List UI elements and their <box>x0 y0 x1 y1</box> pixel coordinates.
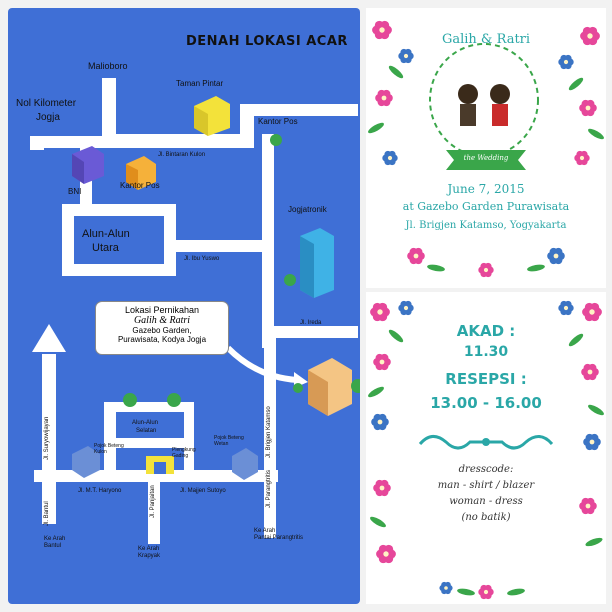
leaf-icon <box>427 264 445 272</box>
label-bni: BNI <box>68 187 82 196</box>
callout-line1: Lokasi Pernikahan <box>124 305 200 315</box>
label-ke-parangtritis: Ke Arah Pantai Parangtritis <box>254 528 304 541</box>
flower-icon <box>558 300 574 316</box>
label-parangtritis: Jl. Parangtritis <box>266 469 272 508</box>
label-kantor-pos-top: Kantor Pos <box>258 117 298 126</box>
wedding-ribbon <box>446 150 526 170</box>
label-panjaitan: Jl. Panjaitan <box>150 485 156 518</box>
leaf-icon <box>370 516 386 528</box>
north-arrow <box>32 324 66 352</box>
leaf-icon <box>507 588 525 596</box>
venue-address: Jl. Brigjen Katamso, Yogyakarta <box>405 220 567 231</box>
couple-names: Galih & Ratri <box>441 32 531 47</box>
label-pojok-wetan: Pojok Beteng Wetan <box>214 435 244 447</box>
map-canvas <box>8 8 360 604</box>
callout-line4: Purawisata, Kodya Jogja <box>117 335 207 344</box>
flower-icon <box>375 89 393 107</box>
label-ke-bantul: Ke Arah Bantul <box>44 536 66 549</box>
leaf-icon <box>388 65 404 79</box>
flower-icon <box>407 247 425 265</box>
label-taman-pintar: Taman Pintar <box>176 79 224 88</box>
groom-figure <box>458 84 478 104</box>
label-jogja: Jogja <box>36 112 60 123</box>
akad-time: 11.30 <box>463 344 509 360</box>
leaf-icon <box>368 122 384 134</box>
resepsi-time: 13.00 - 16.00 <box>430 394 542 412</box>
label-bantul-road: Jl. Bantul <box>44 501 50 526</box>
leaf-icon <box>368 386 384 398</box>
invitation-card: Galih & Ratri the Wedding June 7, 2015 a… <box>366 8 606 288</box>
label-suryowijayan: Jl. Suryowijayan <box>44 416 50 460</box>
flower-icon <box>583 433 601 451</box>
flower-icon <box>371 413 389 431</box>
flower-icon <box>582 302 602 322</box>
dresscode-label: dresscode: <box>458 464 514 475</box>
flower-icon <box>373 479 391 497</box>
tree-icons <box>123 134 360 407</box>
dresscode-note: (no batik) <box>461 512 511 523</box>
label-kantor-pos: Kantor Pos <box>120 181 160 190</box>
floral-border-top <box>368 20 604 278</box>
label-alun-utara-2: Utara <box>92 242 119 254</box>
venue-name: at Gazebo Garden Purawisata <box>402 200 570 213</box>
flower-icon <box>382 150 398 166</box>
flower-icon <box>439 581 453 595</box>
venue-callout: Lokasi Pernikahan Galih & Ratri Gazebo G… <box>96 302 228 354</box>
label-alun-selatan-2: Selatan <box>136 428 157 434</box>
flower-icon <box>376 544 396 564</box>
flower-icon <box>370 302 390 322</box>
schedule-card: AKAD : 11.30 RESEPSI : 13.00 - 16.00 dre… <box>366 292 606 604</box>
leaf-icon <box>568 77 584 91</box>
callout-line3: Gazebo Garden, <box>132 326 192 335</box>
map-title: DENAH LOKASI ACAR <box>186 34 348 49</box>
label-plengkung: Plengkung Gading <box>172 447 196 459</box>
flower-icon <box>580 26 600 46</box>
flower-icon <box>372 20 392 40</box>
label-bintaran: Jl. Bintaran Kulon <box>158 152 206 158</box>
label-majjen: Jl. Majjen Sutoyo <box>180 488 226 494</box>
ribbon-text: the Wedding <box>463 154 509 162</box>
location-map: DENAH LOKASI ACAR Malioboro Taman Pintar… <box>8 8 360 604</box>
flower-icon <box>579 497 597 515</box>
bride-figure <box>490 84 510 104</box>
flower-icon <box>398 300 414 316</box>
label-alun-utara-1: Alun-Alun <box>82 228 130 240</box>
label-jogjatronik: Jogjatronik <box>288 205 327 214</box>
leaf-icon <box>527 264 545 272</box>
label-ireda: Jl. Ireda <box>300 320 322 326</box>
leaf-icon <box>457 588 475 596</box>
leaf-icon <box>588 404 604 416</box>
label-malioboro: Malioboro <box>88 61 128 71</box>
leaf-icon <box>585 537 603 547</box>
flower-icon <box>547 247 565 265</box>
resepsi-label: RESEPSI : <box>445 370 527 388</box>
building-icons <box>72 96 352 480</box>
label-alun-selatan-1: Alun-Alun <box>132 420 159 426</box>
flower-icon <box>579 99 597 117</box>
flower-icon <box>373 353 391 371</box>
flower-icon <box>558 54 574 70</box>
label-pojok-kulon: Pojok Beteng Kulon <box>94 443 124 455</box>
callout-line2: Galih & Ratri <box>133 315 191 326</box>
label-mt-haryono: Jl. M.T. Haryono <box>78 488 122 494</box>
dresscode-woman: woman - dress <box>449 496 523 507</box>
leaf-icon <box>588 128 604 140</box>
dresscode-man: man - shirt / blazer <box>437 480 535 491</box>
leaf-icon <box>388 329 404 343</box>
label-ibu-yuswo: Jl. Ibu Yuswo <box>184 256 220 262</box>
wedding-date: June 7, 2015 <box>447 182 525 196</box>
flower-icon <box>478 262 494 278</box>
akad-label: AKAD : <box>456 322 516 340</box>
label-ke-krapyak: Ke Arah Krapyak <box>138 546 161 559</box>
floral-border-bottom <box>368 300 604 600</box>
flower-icon <box>478 584 494 600</box>
label-nol-km: Nol Kilometer <box>16 98 77 109</box>
flower-icon <box>574 150 590 166</box>
flower-icon <box>398 48 414 64</box>
label-brigjen: Jl. Brigjen Katamso <box>266 406 272 458</box>
leaf-icon <box>568 333 584 347</box>
flower-icon <box>581 363 599 381</box>
